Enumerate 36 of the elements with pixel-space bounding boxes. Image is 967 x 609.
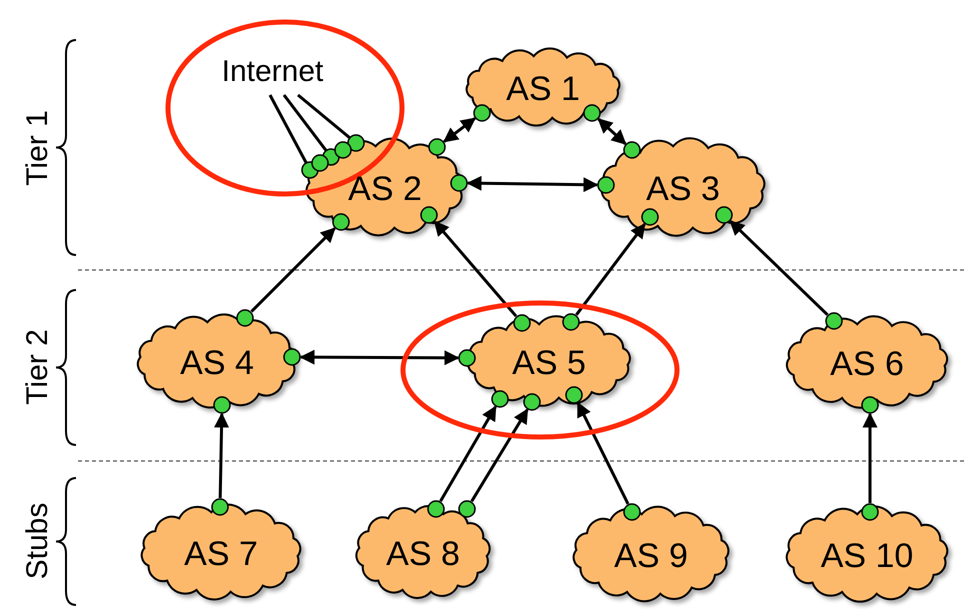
arrow [598,118,626,145]
connector-line [282,94,340,166]
arrow [439,406,497,502]
connector-line [297,94,365,152]
as-cloud [138,506,304,598]
cloud-label: AS 3 [646,170,720,208]
arrow [434,220,518,318]
as-cloud [783,508,951,600]
cloud-label: AS 10 [820,536,914,576]
arrow [576,402,630,505]
as-cloud [783,318,951,406]
cloud-label: AS 8 [386,534,460,574]
as-cloud [570,508,732,600]
cloud-label: AS 9 [614,536,688,576]
arrow [250,227,336,313]
arrow [729,220,829,316]
arrow [862,412,878,503]
arrow [443,117,476,143]
tier-label: Tier 2 [21,329,55,405]
arrow [300,350,460,366]
cloud-label: AS 2 [348,170,422,208]
connector-line [268,94,319,179]
arrow [466,176,598,192]
arrow [214,412,230,498]
cloud-label: AS 1 [506,70,580,108]
cloud-label: AS 4 [180,344,254,382]
cloud-label: AS 7 [184,534,258,574]
as-cloud [353,506,493,598]
tier-label: Stubs [21,502,55,580]
arrow [470,408,529,502]
cloud-label: AS 6 [830,344,904,384]
as-cloud [598,140,768,234]
arrow [575,223,646,316]
cloud-label: AS 5 [512,344,586,382]
tier-label: Tier 1 [21,110,55,186]
internet-text: Internet [222,55,324,89]
